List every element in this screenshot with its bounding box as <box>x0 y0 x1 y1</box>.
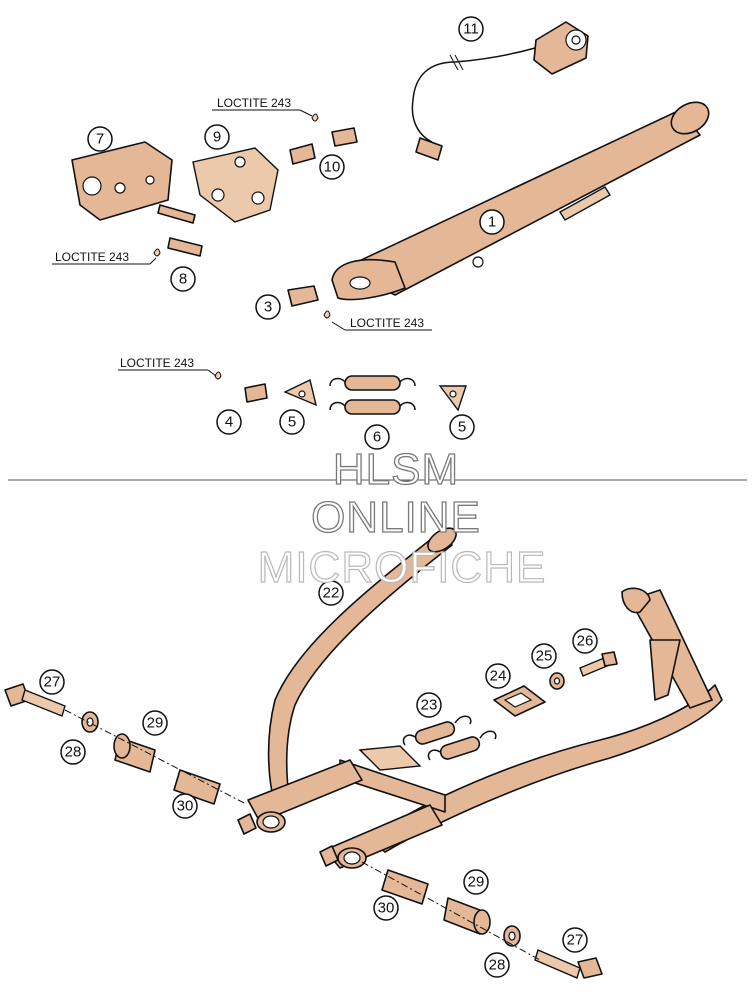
callout-number: 3 <box>264 299 272 316</box>
loctite-drop-3 <box>323 310 331 319</box>
callout-7: 7 <box>87 126 113 152</box>
callout-number: 25 <box>536 648 553 665</box>
callout-number: 27 <box>44 674 61 691</box>
callout-29-right: 29 <box>463 869 489 895</box>
bolt-8 <box>157 204 203 257</box>
bushing-right <box>443 897 491 935</box>
callout-number: 24 <box>490 668 507 685</box>
callout-30-left: 30 <box>172 793 198 819</box>
sleeve-right <box>381 869 429 905</box>
callout-number: 27 <box>567 932 584 949</box>
washer-25 <box>549 672 565 690</box>
pivot-bolt-left <box>4 683 66 717</box>
center-stand <box>237 527 723 869</box>
assembly-axis <box>361 861 541 961</box>
callout-number: 9 <box>213 129 221 146</box>
callout-28-right: 28 <box>484 952 510 978</box>
watermark: HLSM ONLINE MICROFICHE <box>257 444 547 592</box>
spring-plate-left <box>283 378 318 407</box>
callout-number: 23 <box>421 697 438 714</box>
callout-number: 1 <box>488 214 496 231</box>
watermark-line-3: MICROFICHE <box>258 543 547 592</box>
callout-23: 23 <box>416 692 442 718</box>
watermark-line-2: ONLINE <box>311 493 481 542</box>
springs <box>329 375 416 415</box>
screw <box>244 383 268 403</box>
callout-number: 30 <box>378 900 395 917</box>
bolt-26 <box>579 651 618 677</box>
callout-22: 22 <box>318 580 344 606</box>
loctite-label: LOCTITE 243 <box>120 356 194 370</box>
callout-number: 5 <box>288 414 296 431</box>
center-stand-springs <box>402 715 497 761</box>
bracket <box>71 141 173 221</box>
callout-number: 10 <box>324 159 341 176</box>
callout-24: 24 <box>485 663 511 689</box>
callout-number: 28 <box>65 744 82 761</box>
callout-27-left: 27 <box>39 669 65 695</box>
callout-number: 5 <box>458 419 466 436</box>
callout-number: 26 <box>577 633 594 650</box>
side-stand-switch <box>411 21 589 161</box>
callout-29-left: 29 <box>142 710 168 736</box>
loctite-drop-2 <box>153 248 161 257</box>
callout-9: 9 <box>204 124 230 150</box>
loctite-label: LOCTITE 243 <box>350 316 424 330</box>
loctite-label: LOCTITE 243 <box>55 250 129 264</box>
spring-plate-right <box>438 385 467 412</box>
pivot-bolt <box>287 285 319 307</box>
pivot-bolt-right <box>534 949 603 979</box>
loctite-drop-4 <box>214 371 222 380</box>
callout-27-right: 27 <box>562 927 588 953</box>
side-stand <box>331 101 710 301</box>
callout-number: 4 <box>225 414 233 431</box>
callout-number: 8 <box>179 271 187 288</box>
callout-5-right: 5 <box>449 414 475 440</box>
sleeve-left <box>173 769 221 805</box>
callout-number: 6 <box>373 429 381 446</box>
callout-6: 6 <box>364 424 390 450</box>
callout-number: 29 <box>147 715 164 732</box>
callout-number: 7 <box>96 131 104 148</box>
callout-number: 11 <box>463 21 479 38</box>
callout-5: 5 <box>279 409 305 435</box>
loctite-label: LOCTITE 243 <box>217 96 291 110</box>
bushing-left <box>113 733 156 773</box>
callout-10: 10 <box>319 154 345 180</box>
callout-number: 29 <box>468 874 485 891</box>
callout-1: 1 <box>479 209 505 235</box>
callout-11: 11 <box>458 16 484 42</box>
mounting-plate <box>192 147 279 223</box>
callout-number: 28 <box>489 957 506 974</box>
callout-number: 30 <box>177 798 194 815</box>
callout-number: 22 <box>323 585 340 602</box>
callout-25: 25 <box>531 643 557 669</box>
loctite-drop-1 <box>311 113 319 122</box>
callout-8: 8 <box>170 266 196 292</box>
callout-26: 26 <box>572 628 598 654</box>
rubber-pad <box>493 685 546 717</box>
bolt-10 <box>289 127 358 165</box>
callout-30-right: 30 <box>373 895 399 921</box>
callout-28-left: 28 <box>60 739 86 765</box>
callout-3: 3 <box>255 294 281 320</box>
assembly-axis <box>64 709 247 805</box>
callout-4: 4 <box>216 409 242 435</box>
washer-left <box>81 711 99 733</box>
watermark-line-1: HLSM <box>333 445 459 494</box>
washer-right <box>503 925 521 947</box>
